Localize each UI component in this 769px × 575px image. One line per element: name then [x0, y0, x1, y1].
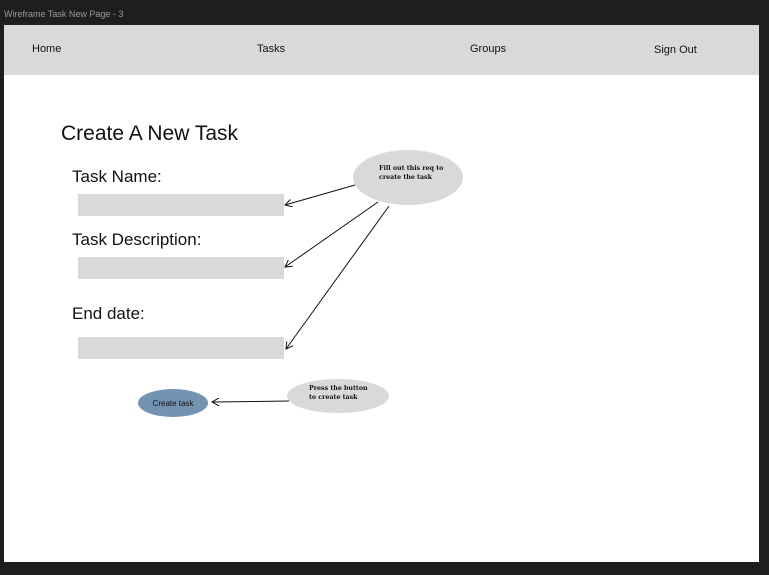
arrow-to-task-name — [285, 184, 356, 205]
create-task-button[interactable]: Create task — [138, 389, 208, 417]
arrow-to-task-description — [285, 201, 379, 267]
nav-home[interactable]: Home — [32, 43, 62, 55]
nav-tasks[interactable]: Tasks — [257, 43, 286, 55]
task-description-input[interactable] — [78, 257, 284, 279]
task-name-label: Task Name: — [72, 167, 162, 186]
button-annotation-bubble: Press the button to create task — [287, 379, 389, 413]
page-title: Create A New Task — [61, 122, 239, 145]
task-name-input[interactable] — [78, 194, 284, 216]
end-date-label: End date: — [72, 304, 145, 323]
top-navbar: Home Tasks Groups Sign Out — [4, 25, 759, 75]
frame-title: Wireframe Task New Page - 3 — [4, 9, 124, 19]
end-date-input[interactable] — [78, 337, 284, 359]
nav-sign-out[interactable]: Sign Out — [654, 44, 697, 56]
wireframe-page: Home Tasks Groups Sign Out Create A New … — [4, 25, 759, 562]
arrow-to-create-button — [212, 401, 290, 402]
fields-annotation-bubble: Fill out this req to create the task — [353, 150, 463, 205]
nav-groups[interactable]: Groups — [470, 43, 507, 55]
arrow-to-end-date — [286, 205, 390, 349]
task-description-label: Task Description: — [72, 230, 202, 249]
annotation-arrows — [4, 184, 390, 562]
